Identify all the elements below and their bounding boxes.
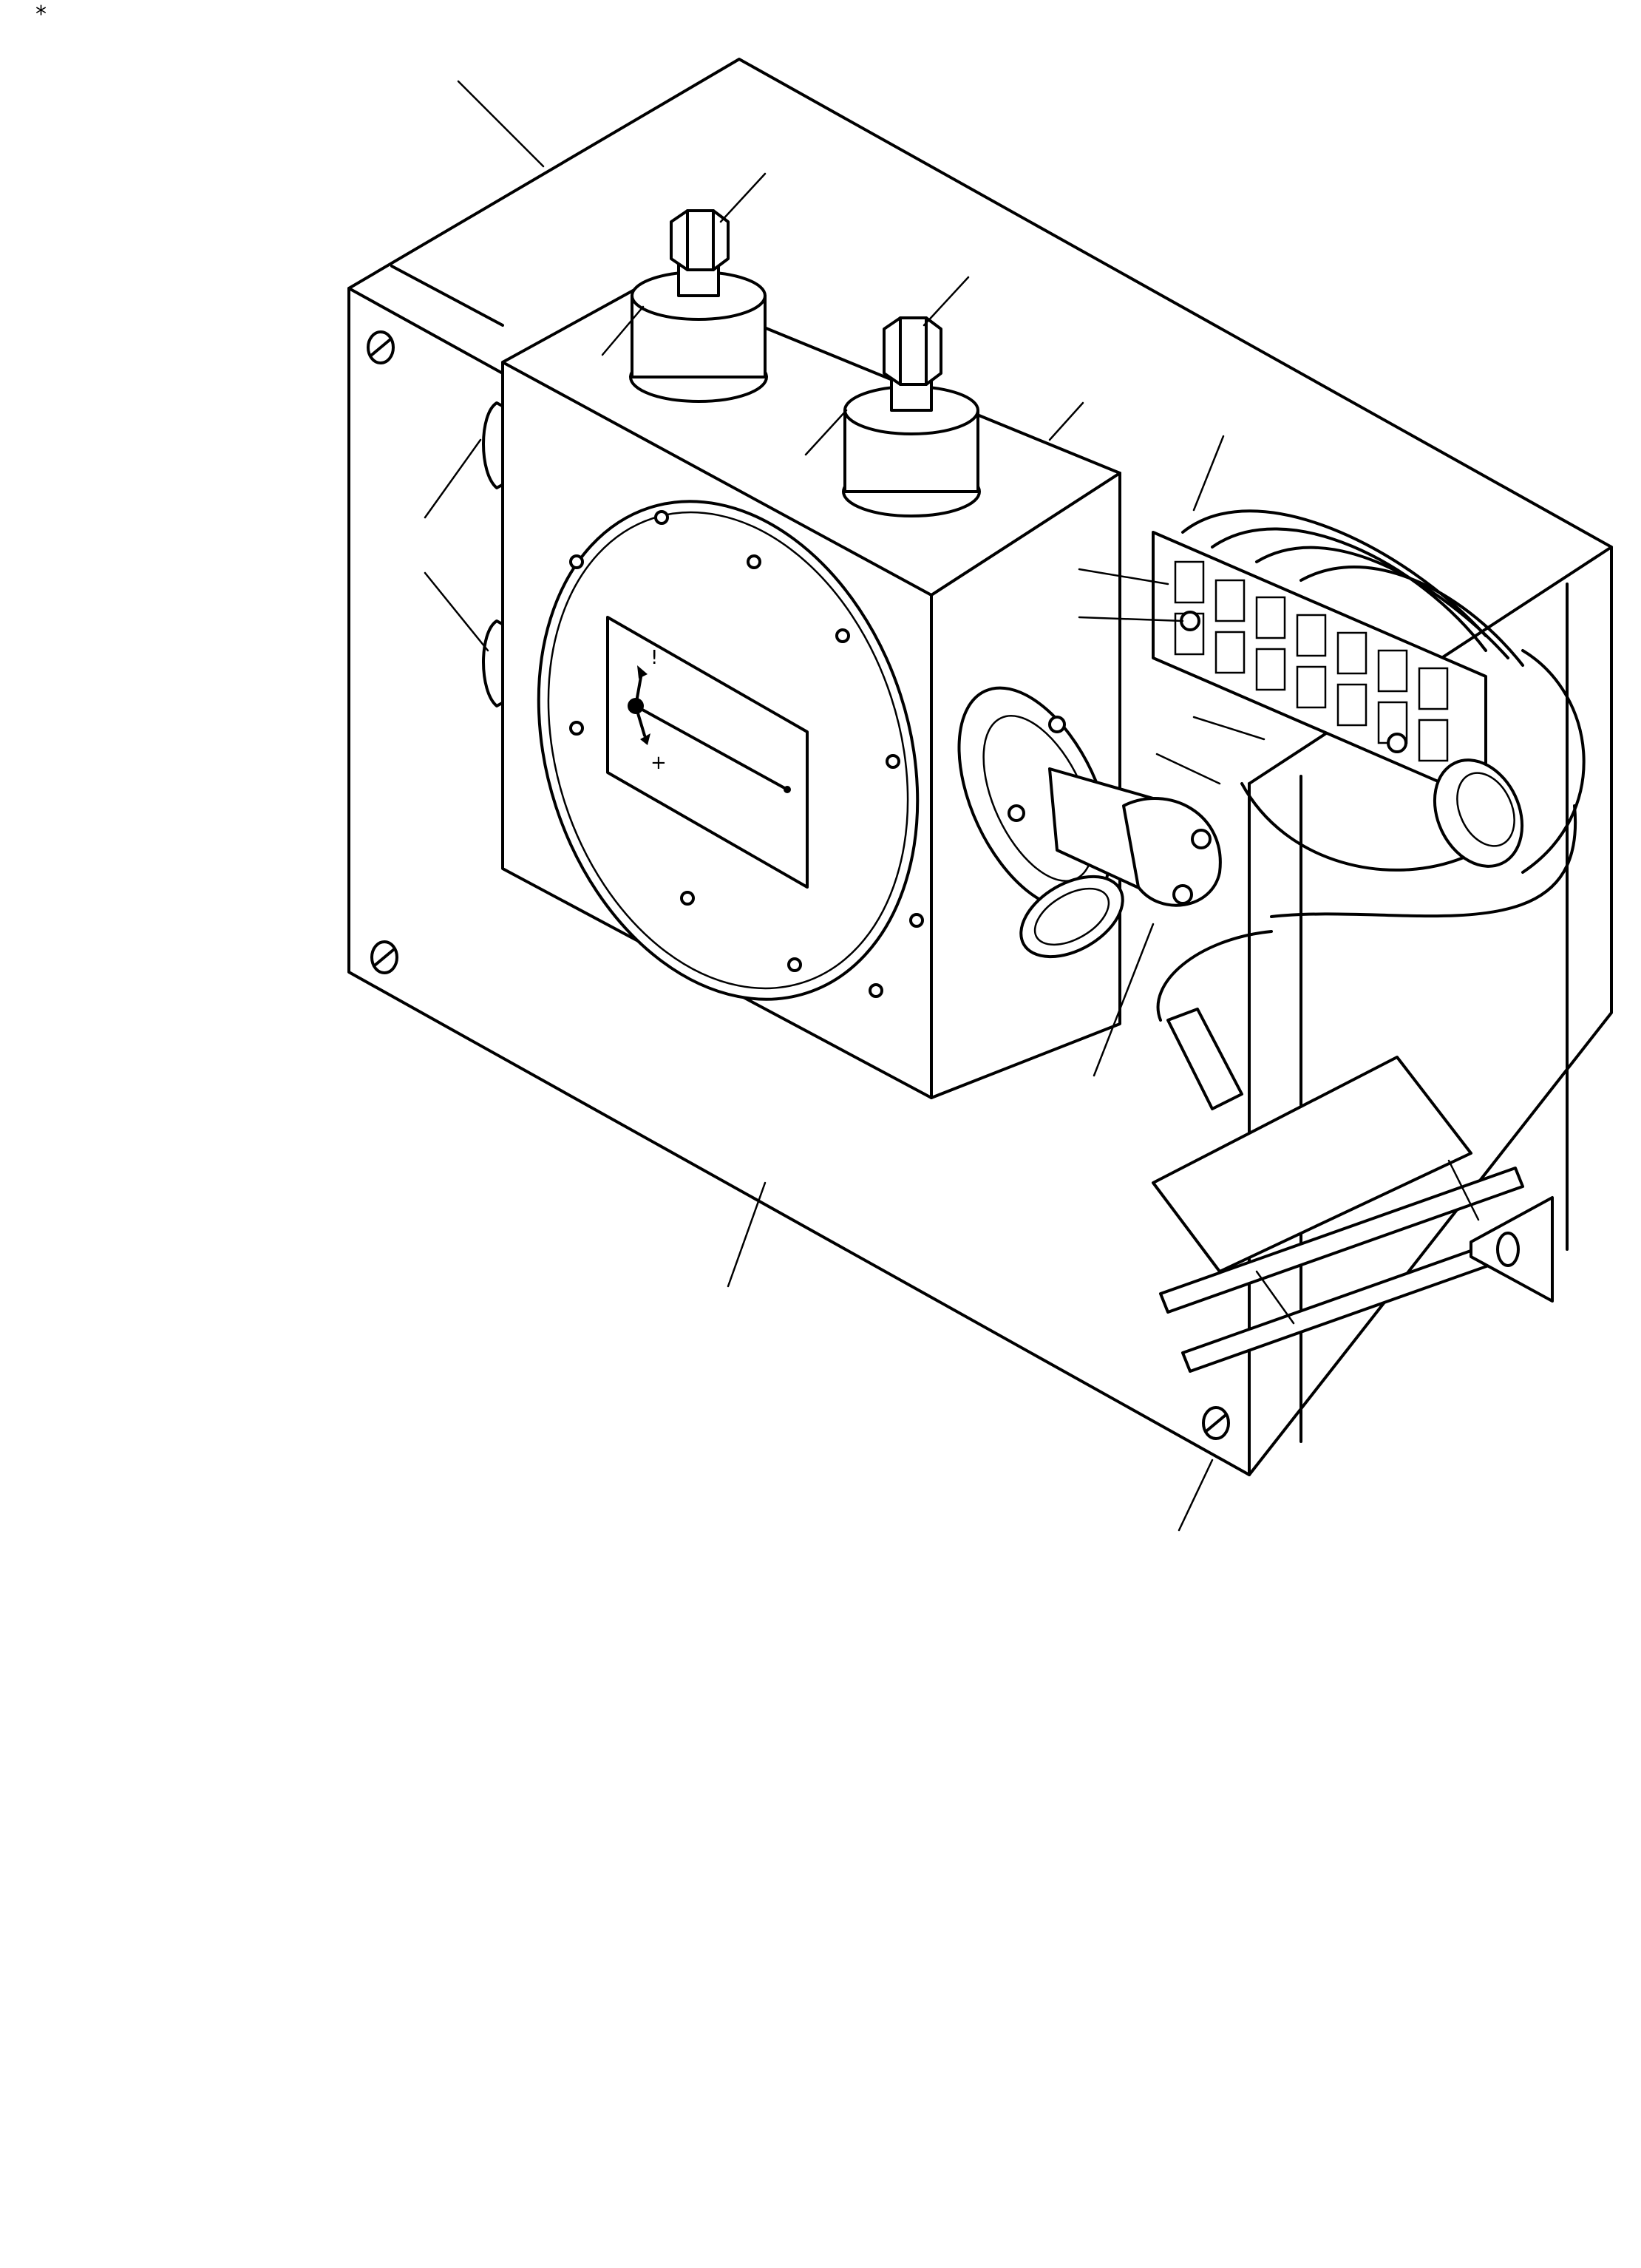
cable-gland bbox=[1156, 649, 1586, 1022]
terminal-block bbox=[1152, 509, 1524, 804]
breather-cap-right bbox=[842, 316, 981, 517]
gauge-top-label: ! bbox=[650, 647, 658, 669]
cover-bolts bbox=[569, 510, 924, 998]
gauge-window: ! + bbox=[606, 616, 809, 889]
terminal-screw-icon bbox=[1387, 733, 1407, 753]
gauge-bottom-label: + bbox=[650, 752, 667, 774]
callout-leaders bbox=[424, 80, 1265, 1532]
corner-asterisk: * bbox=[35, 1, 47, 27]
breather-cap-left bbox=[629, 209, 768, 403]
mounting-bracket bbox=[1470, 1196, 1554, 1303]
terminal-screw-icon bbox=[1180, 611, 1200, 631]
connector-assembly bbox=[957, 686, 1222, 959]
sensor-unit bbox=[1152, 1008, 1546, 1373]
screw-icon bbox=[1202, 1406, 1230, 1440]
screw-icon bbox=[367, 330, 395, 364]
mounting-screws bbox=[367, 330, 1230, 1440]
screw-icon bbox=[370, 940, 398, 974]
terminal-cells bbox=[1174, 560, 1449, 762]
